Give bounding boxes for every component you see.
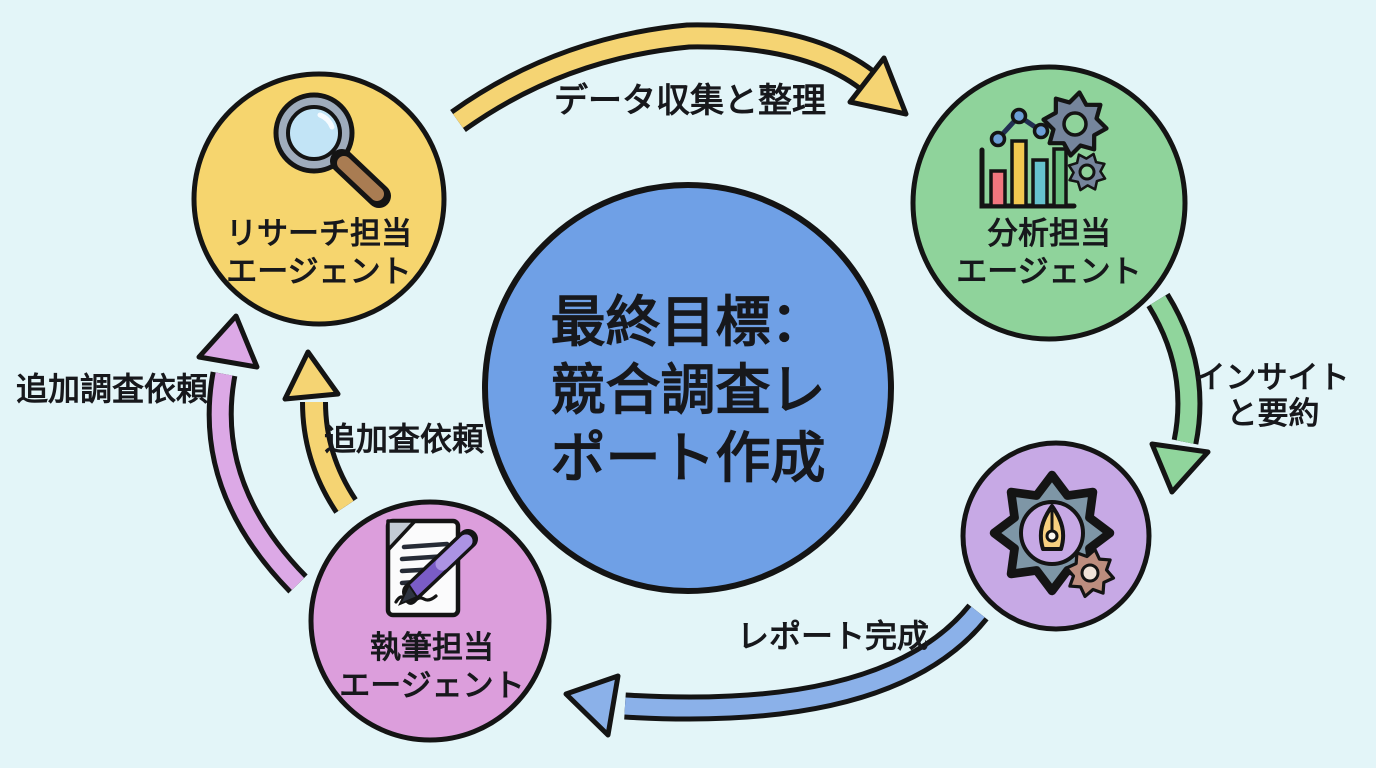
research-agent-node: リサーチ担当 エージェント: [191, 71, 447, 327]
goal-text-line1: 最終目標：: [550, 291, 825, 353]
gear-pen-nib-icon: [994, 475, 1121, 604]
bar-yellow: [1010, 139, 1028, 208]
arrowhead: [282, 349, 341, 402]
writing-agent-circle: [308, 499, 552, 743]
research-label-line2: エージェント: [226, 254, 411, 289]
chart-and-gears-icon: [979, 88, 1112, 209]
center-goal-circle: [482, 182, 894, 594]
arrowhead: [196, 313, 260, 370]
report-complete-label: レポート完成: [737, 618, 929, 654]
pen-nib: [1038, 504, 1066, 551]
bar-red: [989, 169, 1007, 208]
insight-summary-label-line1: インサイト: [1195, 360, 1350, 395]
arrow-data-collection: [450, 22, 909, 132]
writing-label-line1: 執筆担当: [370, 630, 494, 665]
writing-agent-node: 執筆担当 エージェント: [308, 499, 552, 743]
magnifier-icon: [273, 92, 391, 208]
arrow-report-complete: [563, 603, 989, 738]
arrow-insight-summary: [1146, 292, 1211, 495]
goal-text-line3: ポート作成: [550, 427, 825, 489]
data-collection-label: データ収集と整理: [554, 81, 826, 120]
arrow-additional-request-inner: [282, 349, 358, 514]
goal-text-line2: 競合調査レ: [550, 359, 825, 421]
arrowhead: [563, 673, 621, 738]
arrowhead: [1149, 441, 1211, 495]
analysis-label-line1: 分析担当: [987, 216, 1111, 251]
insight-summary-label-line2: と要約: [1227, 396, 1320, 431]
analysis-agent-circle: [910, 64, 1188, 342]
paper-fold: [386, 519, 417, 552]
research-label-line1: リサーチ担当: [226, 216, 412, 251]
document-pen-icon: [385, 518, 478, 618]
bar-green: [1052, 147, 1068, 208]
additional-request-inner-label: 追加査依頼: [324, 421, 485, 457]
process-node: [960, 440, 1152, 632]
bar-teal: [1031, 158, 1049, 208]
analysis-label-line2: エージェント: [956, 254, 1141, 289]
analysis-agent-node: 分析担当 エージェント: [910, 64, 1188, 342]
arrowhead: [847, 55, 909, 117]
research-agent-circle: [191, 71, 447, 327]
center-goal-node: 最終目標： 競合調査レ ポート作成: [482, 182, 894, 594]
additional-request-outer-label: 追加調査依頼: [16, 371, 209, 407]
arrow-additional-request-outer: [196, 313, 308, 594]
lens-highlight: [317, 112, 335, 130]
pen-tip: [397, 582, 419, 606]
writing-label-line2: エージェント: [339, 668, 524, 703]
